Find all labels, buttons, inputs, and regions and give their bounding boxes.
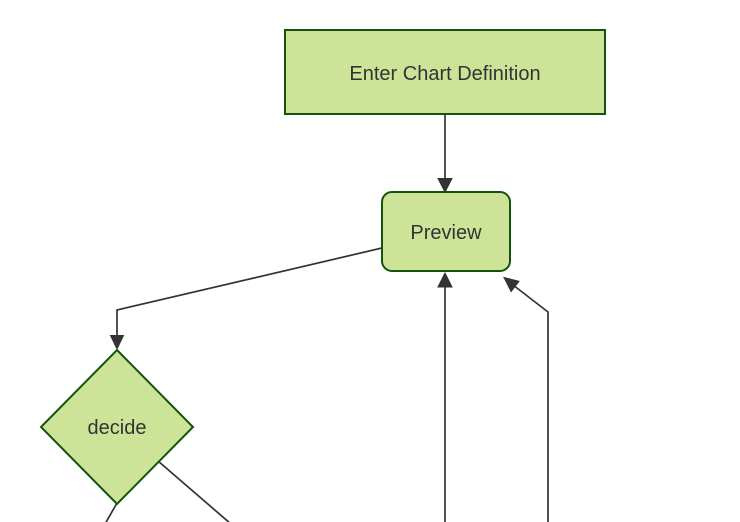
- rounded-rectangle-shape: [381, 191, 511, 272]
- edge-preview-to-decide: [109, 247, 383, 351]
- rectangle-shape: [284, 29, 606, 115]
- edge-line: [157, 460, 230, 522]
- edge-offscreen-left-to-preview: [437, 271, 453, 522]
- node-preview: Preview: [381, 191, 511, 272]
- node-label: decide: [88, 417, 147, 439]
- edge-enterchartdefinition-to-preview: [437, 114, 453, 194]
- arrowhead-up-left-icon: [503, 276, 520, 293]
- edge-line: [105, 502, 118, 522]
- arrowhead-down-icon: [109, 335, 125, 351]
- edge-offscreen-right-to-preview: [503, 276, 549, 522]
- arrowhead-up-icon: [437, 271, 453, 288]
- diamond-shape: [39, 348, 195, 506]
- edge-line: [514, 285, 549, 522]
- node-label: Enter Chart Definition: [349, 63, 540, 85]
- edge-decide-to-offscreen-left: [105, 502, 118, 522]
- arrowhead-down-icon: [437, 178, 453, 194]
- node-enter-chart-definition: Enter Chart Definition: [284, 29, 606, 115]
- edge-line: [116, 247, 383, 336]
- node-decide: decide: [39, 348, 195, 506]
- edge-decide-to-offscreen-right: [157, 460, 230, 522]
- node-label: Preview: [410, 222, 482, 244]
